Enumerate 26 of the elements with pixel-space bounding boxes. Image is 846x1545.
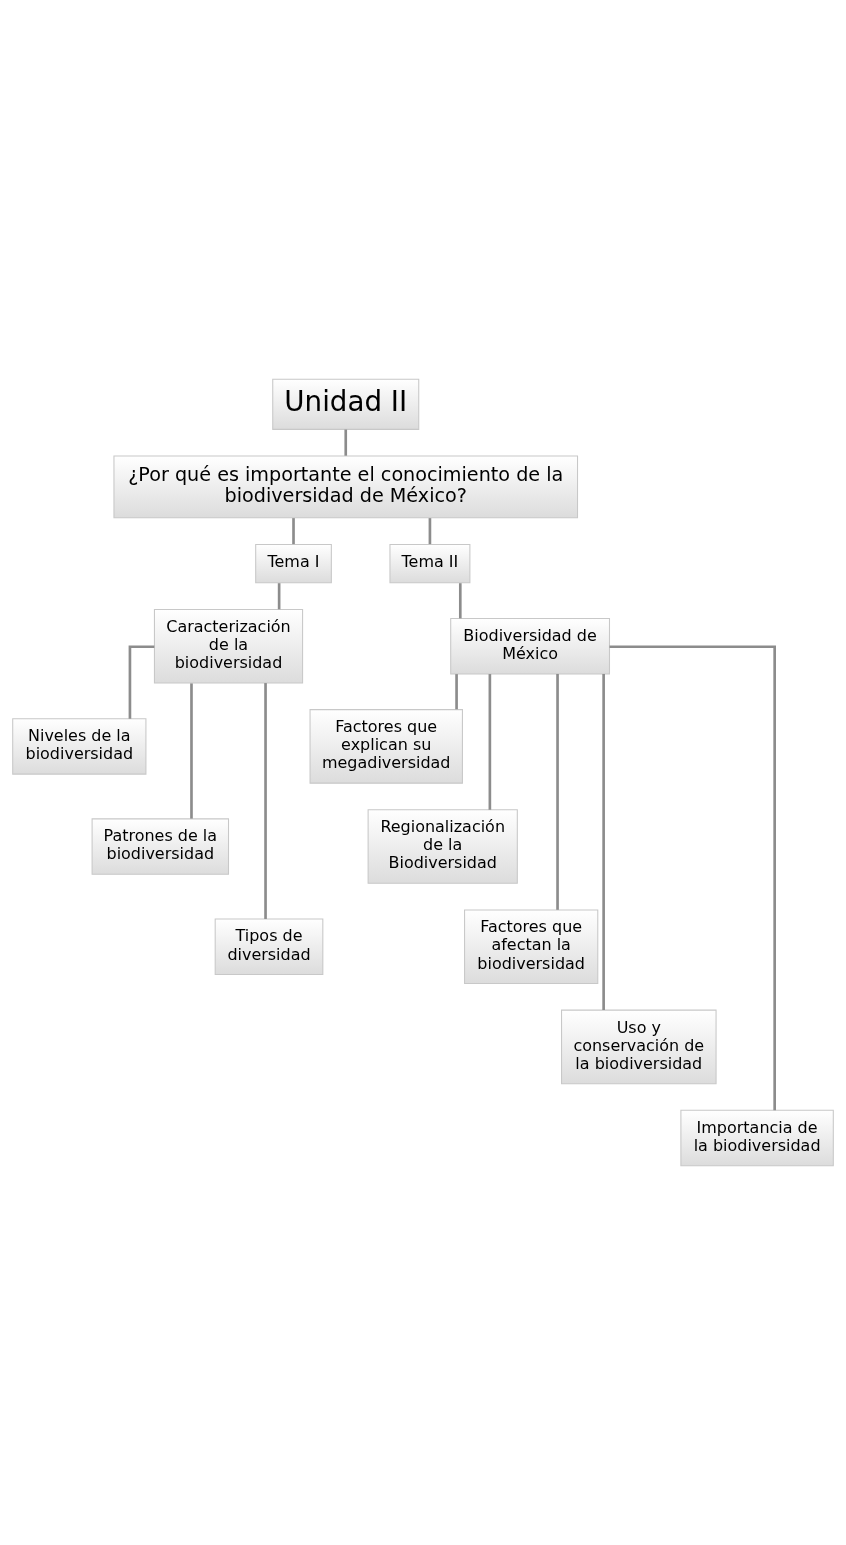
connector: [488, 674, 492, 810]
node-box: Unidad II: [272, 378, 420, 430]
connector: [556, 673, 559, 910]
node-box: Regionalización de la Biodiversidad: [367, 809, 518, 884]
node-box: Factores que explican su megadiversidad: [309, 709, 463, 784]
node-box: Biodiversidad de México: [450, 617, 611, 675]
connector: [264, 683, 267, 919]
connector: [277, 583, 281, 610]
node-box: Importancia de la biodiversidad: [680, 1109, 834, 1167]
connector: [344, 429, 348, 456]
node-box: Uso y conservación de la biodiversidad: [561, 1009, 717, 1085]
node-box: Tema I: [255, 543, 332, 584]
connector: [609, 645, 776, 1111]
connector: [458, 583, 462, 619]
node-box: Niveles de la biodiversidad: [12, 718, 147, 775]
connector: [428, 518, 432, 545]
connector: [190, 683, 193, 819]
node-box: Patrones de la biodiversidad: [91, 818, 230, 875]
node-box: Tipos de diversidad: [214, 918, 324, 975]
node-box: ¿Por qué es importante el conocimiento de la biodiversidad de México?: [113, 455, 579, 519]
connector: [292, 518, 295, 545]
connector: [455, 674, 458, 710]
node-box: Tema II: [389, 543, 471, 584]
node-box: Caracterización de la biodiversidad: [153, 608, 304, 684]
node-box: Factores que afectan la biodiversidad: [464, 909, 599, 985]
connector: [602, 674, 605, 1010]
